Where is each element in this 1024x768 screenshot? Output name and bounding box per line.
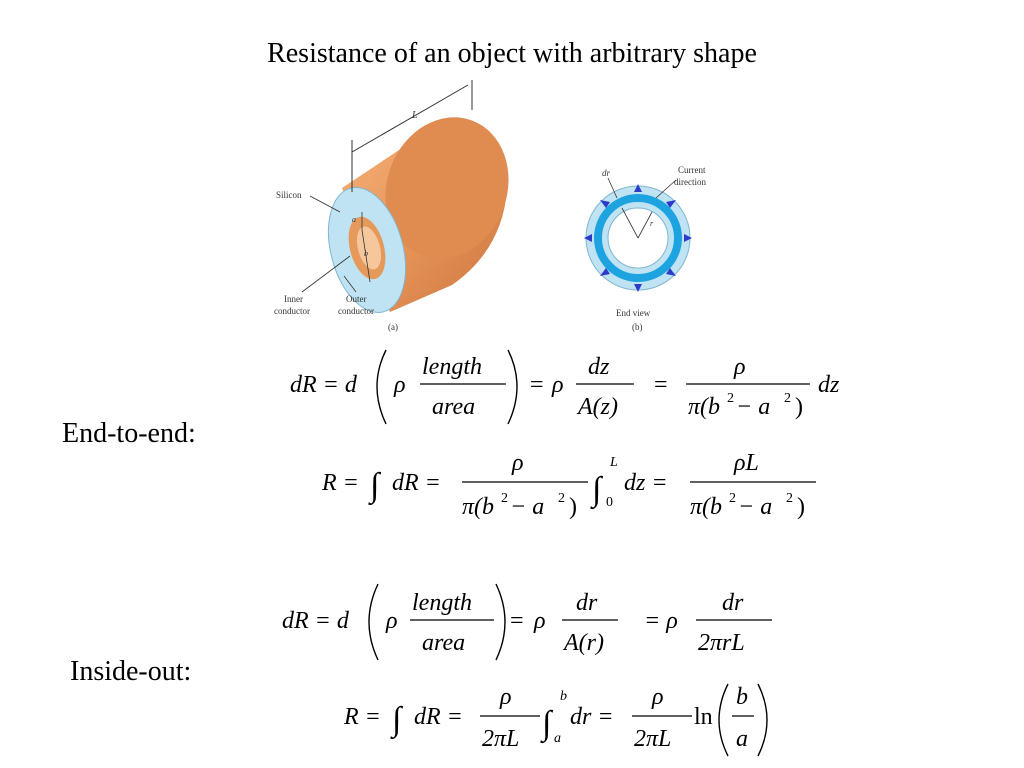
radius-a-label: a <box>352 215 356 224</box>
section-label-end-to-end: End-to-end: <box>62 418 196 449</box>
eq2-R: R = <box>321 470 359 496</box>
eq3-lhs: dR = d <box>282 608 350 634</box>
eq2-upper: L <box>609 455 618 470</box>
eq1-close: ) <box>795 394 803 420</box>
eq2-den2-a: π(b <box>690 494 722 520</box>
section-label-inside-out: Inside-out: <box>70 656 192 687</box>
eq4-int: ∫ <box>390 701 404 740</box>
eq1-dz-end: dz <box>818 372 840 398</box>
panel-b-label: (b) <box>632 322 643 332</box>
eq4-dR: dR = <box>414 704 463 730</box>
eq2-sup2-b: 2 <box>729 491 736 506</box>
eq2-den-a: π(b <box>462 494 494 520</box>
eq4-lower: a <box>554 731 561 746</box>
eq4-den: 2πL <box>482 726 519 752</box>
eq2-int-2: ∫ <box>590 471 604 510</box>
silicon-label: Silicon <box>276 190 302 200</box>
eq4-rho-2: ρ <box>651 684 664 710</box>
eq2-sup2-a: 2 <box>786 491 793 506</box>
eq3-frac-den: area <box>422 630 465 656</box>
eq2-den2-b: − a <box>738 494 772 520</box>
eq2-rhoL: ρL <box>733 450 759 476</box>
current-label-2: direction <box>674 177 706 187</box>
eq1-eq: = <box>530 372 544 398</box>
eq1-frac-den: area <box>432 394 475 420</box>
eq4-int-2: ∫ <box>540 705 554 744</box>
equation-R-inside-out: R = ∫ dR = ρ 2πL ∫ b a dr = ρ 2πL ln b a <box>343 680 784 760</box>
eq3-eq: = <box>510 608 524 634</box>
coaxial-cable-figure: L Silicon a b Inner conductor Outer cond… <box>272 80 720 342</box>
eq4-R: R = <box>343 704 381 730</box>
eq2-int: ∫ <box>368 467 382 506</box>
eq3-A: A(r) <box>562 630 604 656</box>
eq1-rho: ρ <box>393 372 406 398</box>
eq2-close-2: ) <box>797 494 805 520</box>
eq4-a: a <box>736 726 748 752</box>
outer-conductor-label: Outer <box>346 294 367 304</box>
eq1-A: A(z) <box>576 394 618 420</box>
eq3-rho: ρ <box>385 608 398 634</box>
eq4-upper: b <box>560 689 567 704</box>
eq2-rho: ρ <box>511 450 524 476</box>
eq2-den-b: − a <box>510 494 544 520</box>
eq2-sup-b: 2 <box>501 491 508 506</box>
eq1-den-b: − a <box>736 394 770 420</box>
eq4-rho: ρ <box>499 684 512 710</box>
dr-label: dr <box>602 168 611 178</box>
eq3-den: 2πrL <box>698 630 745 656</box>
eq2-lower: 0 <box>606 495 613 510</box>
eq2-dz: dz = <box>624 470 668 496</box>
eq3-eq-rho: = ρ <box>644 608 678 634</box>
end-view-label: End view <box>616 308 651 318</box>
length-label: L <box>411 110 418 121</box>
eq4-b: b <box>736 684 748 710</box>
equation-dR-end-to-end: dR = d ρ length area = ρ dz A(z) = ρ π(b… <box>290 344 860 430</box>
end-view-diagram <box>584 184 692 292</box>
eq4-dr: dr = <box>570 704 614 730</box>
inner-conductor-label-2: conductor <box>274 306 310 316</box>
eq1-den-a: π(b <box>688 394 720 420</box>
eq1-rho-3: ρ <box>733 354 746 380</box>
outer-conductor-label-2: conductor <box>338 306 374 316</box>
slide-title: Resistance of an object with arbitrary s… <box>267 38 757 69</box>
eq4-den-2: 2πL <box>634 726 671 752</box>
eq1-sup-a: 2 <box>784 391 791 406</box>
eq2-sup-a: 2 <box>558 491 565 506</box>
eq3-rho-2: ρ <box>533 608 546 634</box>
eq3-dr: dr <box>576 590 598 616</box>
eq1-eq-2: = <box>654 372 668 398</box>
eq1-sup-b: 2 <box>727 391 734 406</box>
current-label: Current <box>678 165 706 175</box>
eq1-rho-2: ρ <box>551 372 564 398</box>
eq1-frac-num: length <box>422 354 482 380</box>
r-label: r <box>650 219 654 228</box>
eq2-dR: dR = <box>392 470 441 496</box>
eq3-frac-num: length <box>412 590 472 616</box>
eq1-lhs: dR = d <box>290 372 358 398</box>
equation-dR-inside-out: dR = d ρ length area = ρ dr A(r) = ρ dr … <box>282 578 782 664</box>
inner-conductor-label: Inner <box>284 294 303 304</box>
panel-a-label: (a) <box>388 322 398 332</box>
eq3-dr-2: dr <box>722 590 744 616</box>
eq1-dz: dz <box>588 354 610 380</box>
eq2-close: ) <box>569 494 577 520</box>
eq4-ln: ln <box>694 704 713 730</box>
equation-R-end-to-end: R = ∫ dR = ρ π(b 2 − a 2 ) ∫ L 0 dz = ρL… <box>321 448 842 528</box>
